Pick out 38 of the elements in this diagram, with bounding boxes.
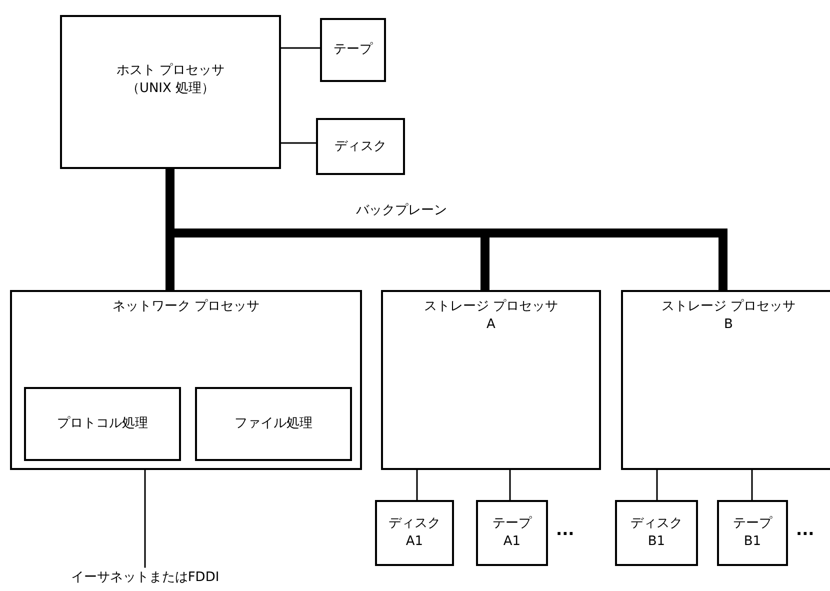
connector-line [416,469,418,501]
module-box [24,387,181,461]
processor-box [621,290,830,470]
box-label: A [486,316,496,334]
connector-line [280,47,321,49]
processor-box [10,290,362,470]
device-box [476,500,548,566]
connector-line [144,469,146,568]
connector-line [280,142,317,144]
box-label: ディスク A1 [388,515,442,551]
box-label: ディスク B1 [630,515,684,551]
box-label: B [724,316,733,334]
ellipsis-mark: ... [556,520,574,539]
processor-box [381,290,601,470]
network-label: イーサネットまたはFDDI [40,567,250,587]
box-label: プロトコル処理 [57,415,148,433]
device-box [375,500,454,566]
bus-label: バックプレーン [356,202,447,219]
device-box [717,500,788,566]
connector-line [656,469,658,501]
box-label: テープ B1 [732,515,774,551]
box-label: テープ [334,41,372,59]
device-box [615,500,698,566]
box-label: ストレージ プロセッサ [424,298,558,316]
box-label: ホスト プロセッサ [116,62,225,80]
box-label: ストレージ プロセッサ [661,298,796,316]
processor-box [60,15,281,169]
connector-line [751,469,753,501]
module-box [195,387,352,461]
device-box [316,118,405,175]
connector-line [509,469,511,501]
box-label: （UNIX 処理） [126,80,215,98]
device-box [320,18,386,82]
box-label: ディスク [334,138,386,156]
box-label: テープ A1 [492,515,533,551]
box-label: ファイル処理 [234,415,312,433]
box-label: ネットワーク プロセッサ [112,298,260,316]
ellipsis-mark: ... [796,520,814,539]
